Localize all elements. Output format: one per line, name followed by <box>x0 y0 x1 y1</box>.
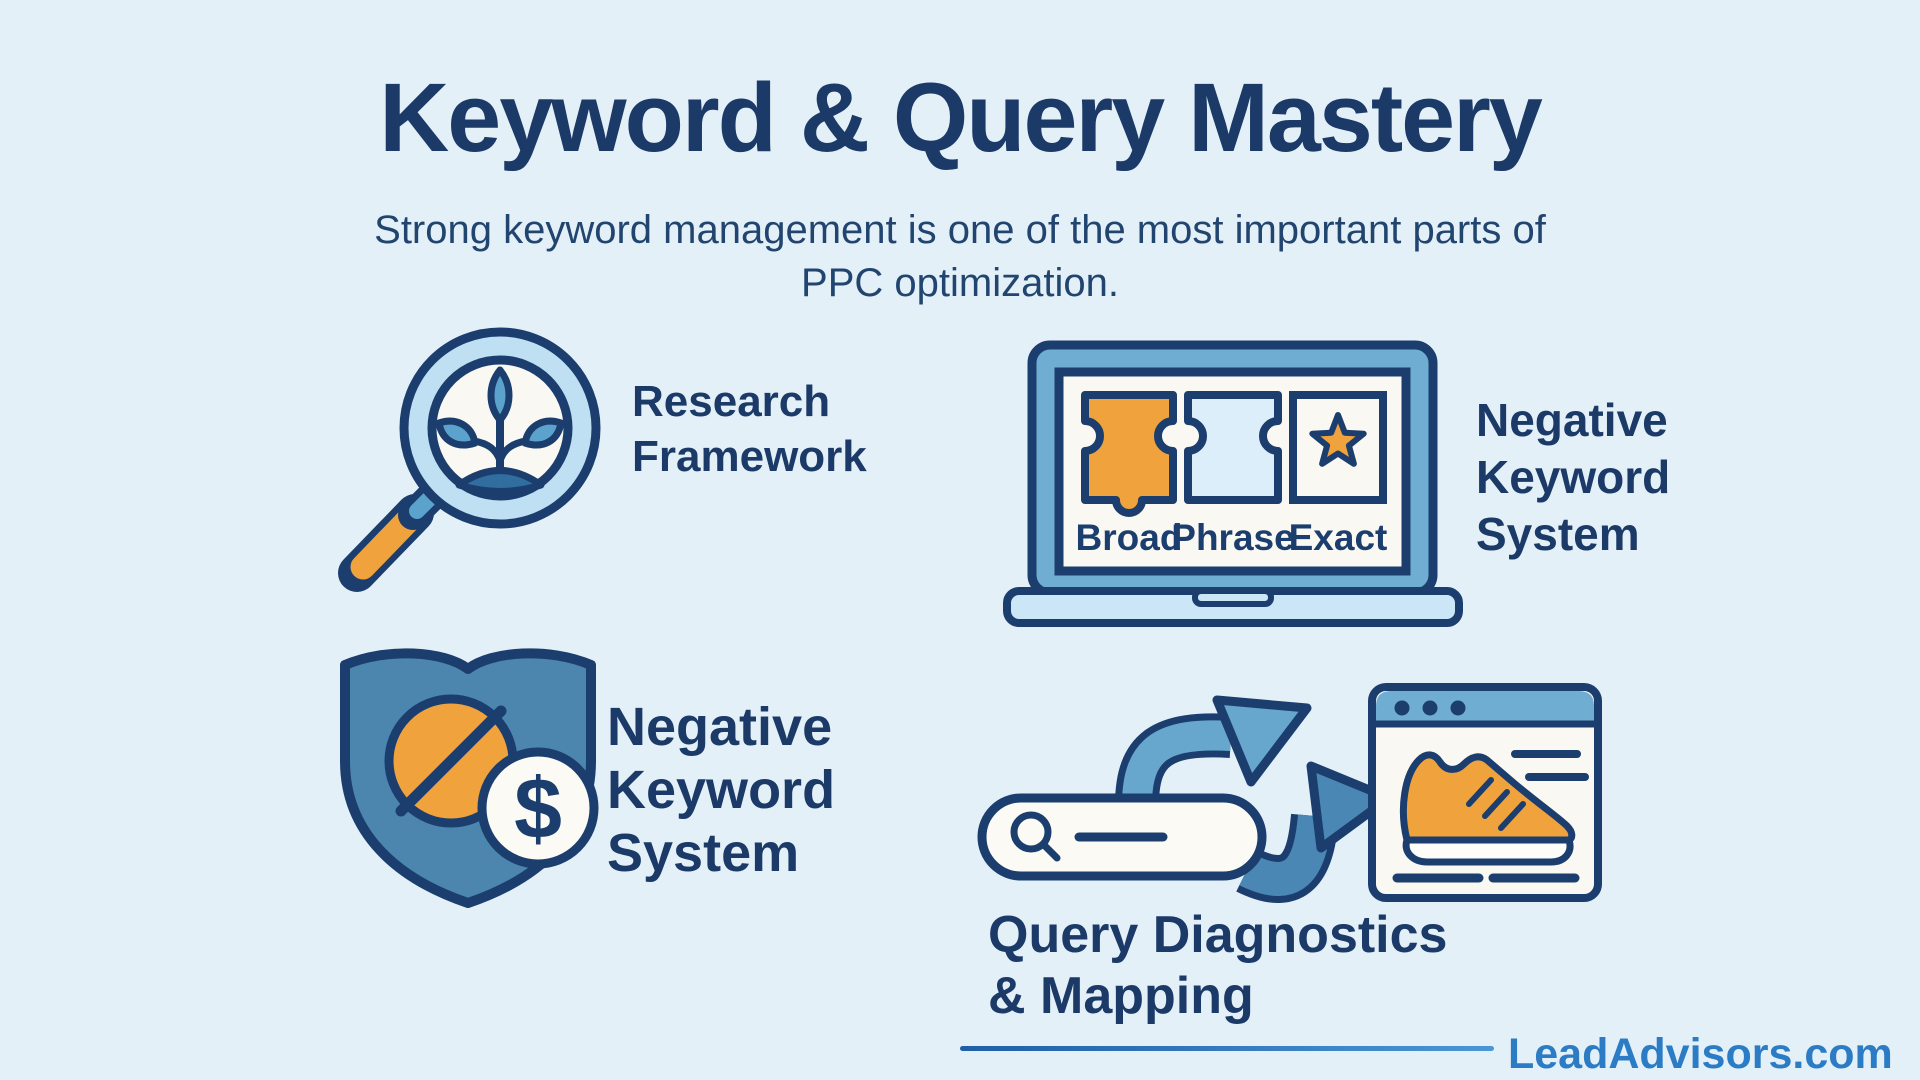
shield-icon: $ <box>340 648 599 908</box>
sneaker-icon <box>1399 751 1576 866</box>
puzzle-broad-icon <box>1081 391 1177 517</box>
match-type-broad-label: Broad <box>1076 517 1183 558</box>
laptop-base-notch <box>1192 588 1274 607</box>
soil-mound <box>455 467 545 495</box>
page-title: Keyword & Query Mastery <box>379 63 1543 172</box>
puzzle-phrase-icon <box>1184 391 1282 504</box>
match-type-phrase-label: Phrase <box>1171 517 1294 558</box>
query-flow-icon <box>977 683 1602 903</box>
no-sign-slash <box>395 705 507 817</box>
footer-divider-line <box>960 1046 1494 1051</box>
match-type-exact-label: Exact <box>1289 517 1388 558</box>
query-diagnostics-label: Query Diagnostics & Mapping <box>988 906 1448 1025</box>
page-subtitle: Strong keyword management is one of the … <box>374 208 1546 305</box>
curved-arrow-icon <box>1115 695 1312 806</box>
browser-header <box>1376 691 1594 724</box>
negative-keyword-system-top-label: Negative Keyword System <box>1476 394 1671 560</box>
sprout-icon <box>435 366 565 495</box>
search-icon <box>1010 811 1052 853</box>
browser-dot <box>1450 700 1466 716</box>
dollar-sign: $ <box>514 761 562 857</box>
search-bar-icon <box>977 793 1267 881</box>
dollar-coin-icon <box>477 747 599 869</box>
browser-window-icon <box>1368 683 1602 902</box>
magnifier-sprout-icon <box>338 327 601 592</box>
negative-keyword-system-bottom-label: Negative Keyword System <box>607 697 836 883</box>
brand-link: LeadAdvisors.com <box>1508 1030 1893 1078</box>
flow-arrow-icon <box>1236 761 1394 903</box>
laptop-icon: Broad Phrase Exact <box>1003 340 1463 627</box>
star-icon <box>1309 412 1367 467</box>
research-framework-label: Research Framework <box>632 377 867 481</box>
browser-dot <box>1394 700 1410 716</box>
browser-dot <box>1422 700 1438 716</box>
